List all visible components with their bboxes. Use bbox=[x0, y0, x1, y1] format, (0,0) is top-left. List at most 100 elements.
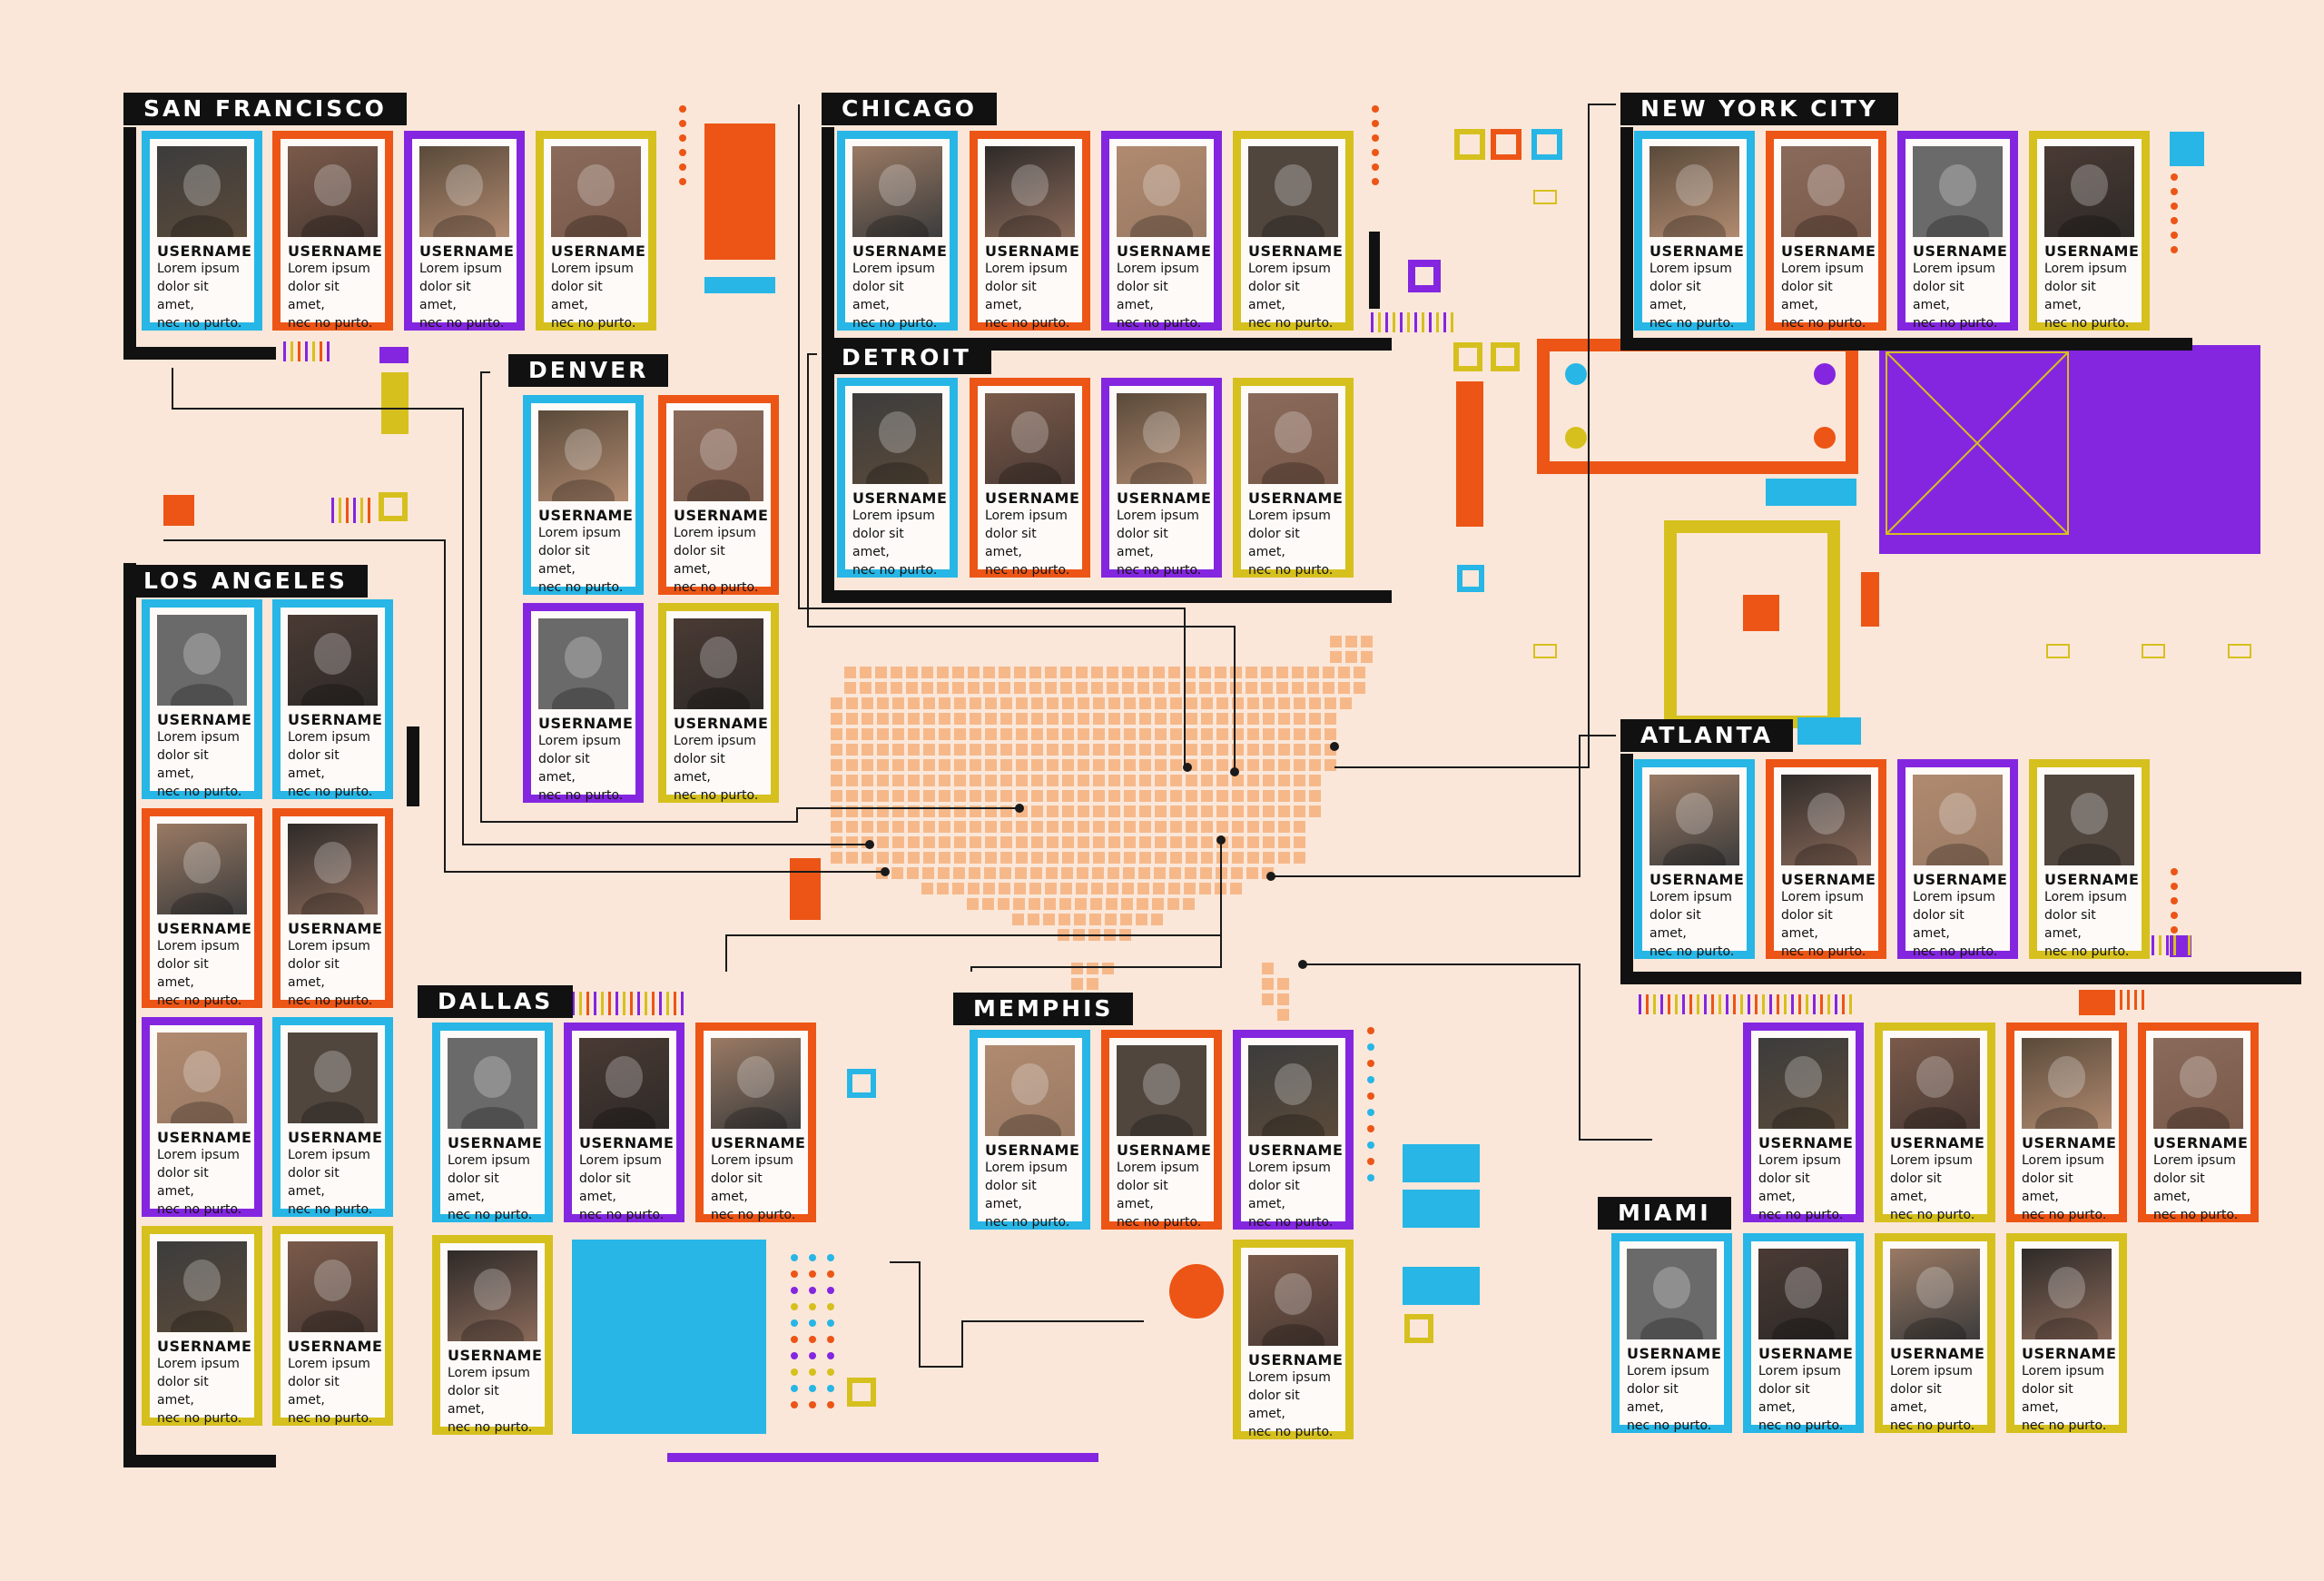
map-tile bbox=[952, 667, 964, 678]
profile-username: USERNAME bbox=[2044, 242, 2140, 260]
map-tile bbox=[1294, 697, 1305, 709]
map-tile bbox=[1078, 744, 1089, 756]
map-tile bbox=[1247, 852, 1259, 864]
map-tile bbox=[908, 728, 920, 740]
decor-stripe bbox=[1436, 312, 1439, 332]
person-shoulders bbox=[1662, 844, 1727, 865]
map-tile bbox=[1155, 805, 1167, 817]
decor-stripe bbox=[1762, 994, 1765, 1014]
decor-stripe bbox=[2166, 935, 2169, 955]
map-tile bbox=[1216, 744, 1228, 756]
decor-stripe bbox=[2173, 935, 2176, 955]
map-tile bbox=[1153, 667, 1165, 678]
map-tile bbox=[1262, 867, 1274, 879]
decor-square bbox=[1491, 129, 1521, 160]
decor-dot bbox=[2171, 203, 2178, 210]
map-tile bbox=[1139, 836, 1151, 848]
map-tile bbox=[1093, 836, 1105, 848]
person-shoulders bbox=[998, 462, 1062, 484]
decor-dot bbox=[809, 1270, 816, 1278]
map-tile bbox=[1059, 898, 1071, 910]
decor-bar bbox=[1797, 717, 1861, 745]
map-tile bbox=[1108, 790, 1120, 802]
profile-username: USERNAME bbox=[288, 242, 383, 260]
map-tile bbox=[831, 775, 842, 786]
map-tile bbox=[877, 790, 889, 802]
decor-stripe bbox=[1726, 994, 1728, 1014]
profile-photo bbox=[711, 1038, 801, 1129]
person-silhouette bbox=[1274, 164, 1313, 206]
decor-block bbox=[163, 495, 194, 526]
decor-stripe bbox=[1400, 312, 1403, 332]
decor-dot bbox=[827, 1352, 834, 1359]
map-tile bbox=[846, 790, 858, 802]
map-tile bbox=[985, 728, 997, 740]
map-tile bbox=[877, 775, 889, 786]
map-tile bbox=[846, 759, 858, 771]
map-tile bbox=[1183, 898, 1195, 910]
profile-username: USERNAME bbox=[1248, 1141, 1344, 1159]
decor-dot bbox=[809, 1336, 816, 1343]
person-shoulders bbox=[300, 215, 365, 237]
map-tile bbox=[1170, 744, 1182, 756]
map-tile bbox=[922, 867, 934, 879]
map-tile bbox=[1215, 883, 1226, 894]
map-tile bbox=[862, 697, 873, 709]
map-tile bbox=[1139, 852, 1151, 864]
person-silhouette bbox=[1938, 793, 1977, 835]
decor-stripe bbox=[1740, 994, 1743, 1014]
map-tile bbox=[1278, 759, 1290, 771]
decor-dot bbox=[809, 1319, 816, 1327]
map-tile bbox=[1107, 883, 1118, 894]
profile-photo bbox=[419, 146, 509, 237]
